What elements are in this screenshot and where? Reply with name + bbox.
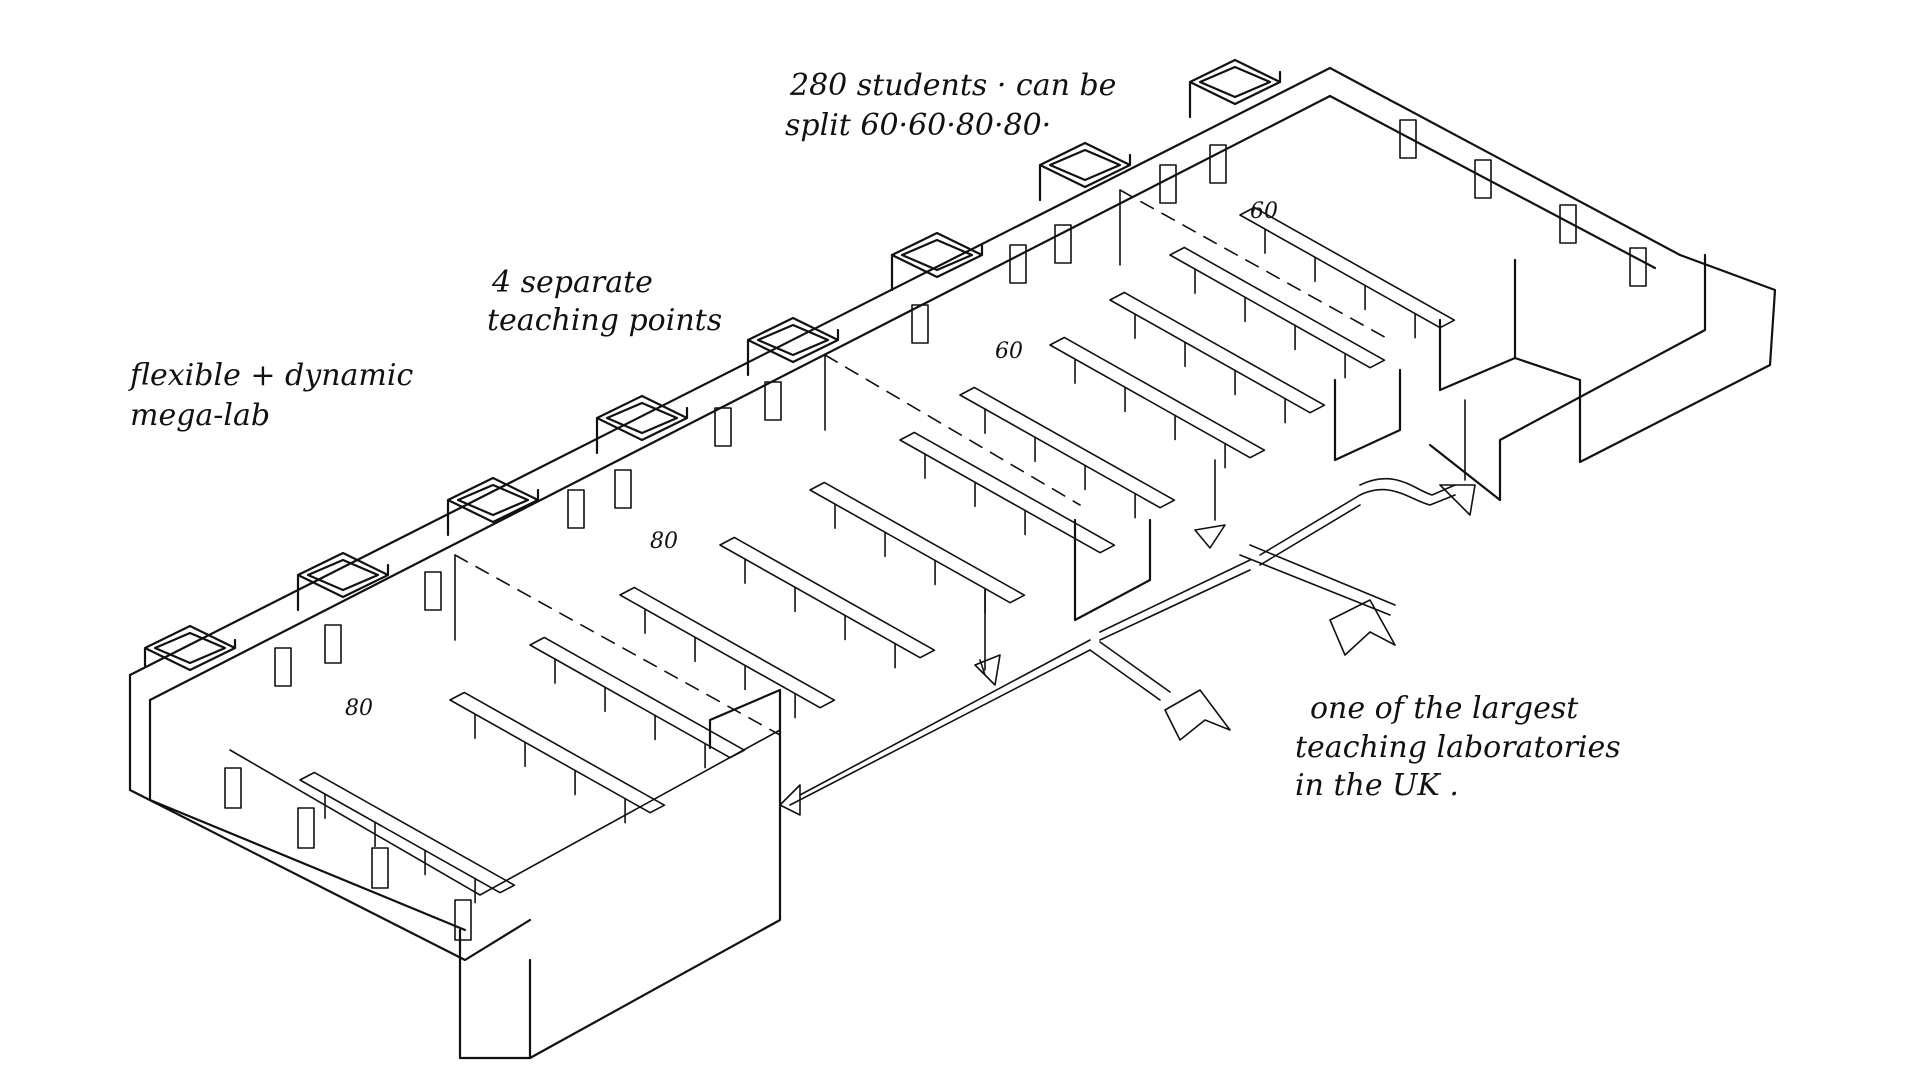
roof-light-wells (143, 58, 1282, 672)
bench-9 (1049, 336, 1266, 459)
front-wall-windows (224, 767, 472, 941)
lab-benches (299, 206, 1456, 904)
bench-5 (719, 536, 936, 659)
bench-12 (1239, 206, 1456, 329)
entry-arrows (779, 484, 1476, 816)
bench-4 (619, 586, 836, 709)
flexible-note-line-1: flexible + dynamic (128, 358, 413, 393)
bench-3 (529, 636, 746, 759)
largest-note-line-1: one of the largest (1310, 691, 1579, 726)
bench-8 (959, 386, 1176, 509)
largest-note-line-3: in the UK . (1295, 768, 1459, 803)
bench-6 (809, 481, 1026, 604)
largest-note-line-2: teaching laboratories (1295, 730, 1621, 765)
zone-dividers (454, 189, 1391, 736)
front-partitions (708, 258, 1517, 792)
teaching-note-line-2: teaching points (487, 303, 722, 338)
flexible-note-line-2: mega-lab (130, 398, 270, 433)
bench-11 (1169, 246, 1386, 369)
capacity-label-zone-4: 80 (345, 696, 373, 721)
capacity-label-zone-1: 60 (1250, 199, 1278, 224)
capacity-labels: 60 60 80 80 (345, 199, 1278, 721)
circulation-route (789, 477, 1456, 806)
bench-2 (449, 691, 666, 814)
teaching-note-line-1: 4 separate (491, 265, 653, 300)
capacity-label-zone-3: 80 (650, 529, 678, 554)
annotations: 280 students · can be split 60·60·80·80·… (128, 68, 1621, 803)
capacity-label-zone-2: 60 (995, 339, 1023, 364)
bench-1 (299, 771, 516, 894)
bench-7 (899, 431, 1116, 554)
bench-10 (1109, 291, 1326, 414)
students-note-line-2: split 60·60·80·80· (785, 108, 1051, 143)
students-note-line-1: 280 students · can be (789, 68, 1116, 103)
back-wall-windows (274, 119, 1647, 687)
building-outline (128, 66, 1777, 1060)
